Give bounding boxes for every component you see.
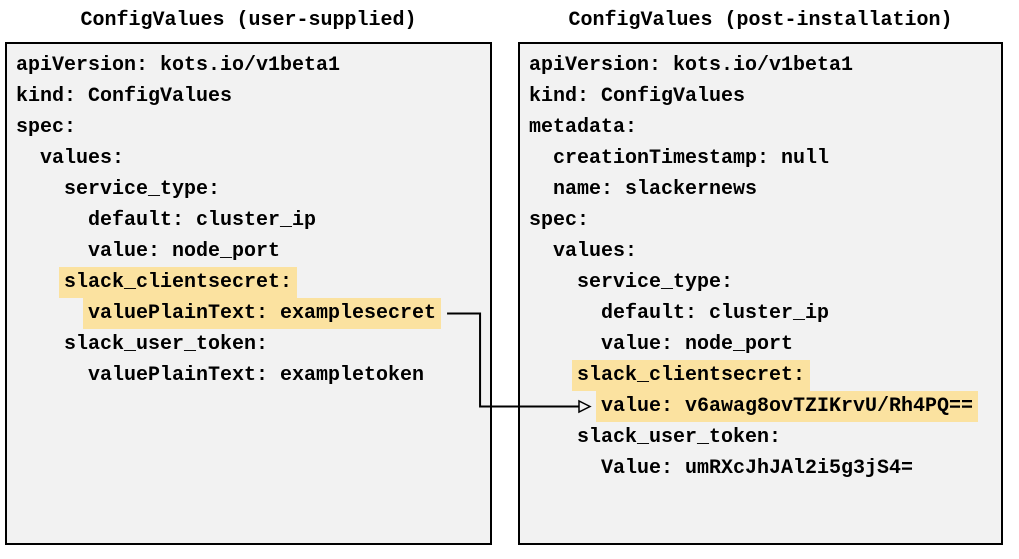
code-line: valuePlainText: exampletoken (16, 360, 481, 391)
code-line: default: cluster_ip (529, 298, 992, 329)
config-panel-user-supplied: apiVersion: kots.io/v1beta1 kind: ConfigV… (5, 42, 492, 545)
code-line: apiVersion: kots.io/v1beta1 (529, 50, 992, 81)
code-text: service_type: (577, 271, 734, 294)
code-line: apiVersion: kots.io/v1beta1 (16, 50, 481, 81)
code-text: metadata: (529, 116, 638, 139)
highlighted-code-text: slack_clientsecret: (59, 267, 298, 298)
code-text: creationTimestamp: null (553, 147, 830, 170)
code-text: value: node_port (601, 333, 794, 356)
code-text: apiVersion: kots.io/v1beta1 (16, 54, 341, 77)
code-text: default: cluster_ip (88, 209, 317, 232)
code-line: spec: (16, 112, 481, 143)
code-line: slack_user_token: (529, 422, 992, 453)
code-line: values: (529, 236, 992, 267)
code-line: values: (16, 143, 481, 174)
code-line: service_type: (529, 267, 992, 298)
code-line: slack_clientsecret: (16, 267, 481, 298)
code-line: kind: ConfigValues (16, 81, 481, 112)
code-line: slack_clientsecret: (529, 360, 992, 391)
highlighted-code-text: slack_clientsecret: (572, 360, 811, 391)
code-line: Value: umRXcJhJAl2i5g3jS4= (529, 453, 992, 484)
panel-title-user-supplied: ConfigValues (user-supplied) (80, 9, 417, 32)
highlighted-code-text: value: v6awag8ovTZIKrvU/Rh4PQ== (596, 391, 979, 422)
code-line: value: v6awag8ovTZIKrvU/Rh4PQ== (529, 391, 992, 422)
code-line: metadata: (529, 112, 992, 143)
user-supplied-section: ConfigValues (user-supplied) apiVersion:… (5, 6, 492, 545)
code-text: value: node_port (88, 240, 281, 263)
code-line: valuePlainText: examplesecret (16, 298, 481, 329)
code-text: values: (553, 240, 638, 263)
code-text: default: cluster_ip (601, 302, 830, 325)
code-text: spec: (16, 116, 77, 139)
yaml-code-block: apiVersion: kots.io/v1beta1 kind: ConfigV… (16, 50, 481, 391)
code-line: spec: (529, 205, 992, 236)
config-panel-post-installation: apiVersion: kots.io/v1beta1 kind: ConfigV… (518, 42, 1003, 545)
code-line: service_type: (16, 174, 481, 205)
code-text: slack_user_token: (64, 333, 269, 356)
code-line: value: node_port (529, 329, 992, 360)
code-line: creationTimestamp: null (529, 143, 992, 174)
code-text: values: (40, 147, 125, 170)
code-text: Value: umRXcJhJAl2i5g3jS4= (601, 457, 914, 480)
panel-title-post-installation: ConfigValues (post-installation) (568, 9, 953, 32)
highlighted-code-text: valuePlainText: examplesecret (83, 298, 442, 329)
code-text: spec: (529, 209, 590, 232)
code-text: kind: ConfigValues (16, 85, 233, 108)
post-installation-section: ConfigValues (post-installation) apiVers… (518, 6, 1003, 545)
code-line: default: cluster_ip (16, 205, 481, 236)
code-line: slack_user_token: (16, 329, 481, 360)
code-text: apiVersion: kots.io/v1beta1 (529, 54, 854, 77)
code-line: value: node_port (16, 236, 481, 267)
code-text: kind: ConfigValues (529, 85, 746, 108)
code-text: service_type: (64, 178, 221, 201)
code-text: name: slackernews (553, 178, 758, 201)
code-line: name: slackernews (529, 174, 992, 205)
code-text: slack_user_token: (577, 426, 782, 449)
yaml-code-block: apiVersion: kots.io/v1beta1 kind: ConfigV… (529, 50, 992, 484)
code-line: kind: ConfigValues (529, 81, 992, 112)
code-text: valuePlainText: exampletoken (88, 364, 425, 387)
